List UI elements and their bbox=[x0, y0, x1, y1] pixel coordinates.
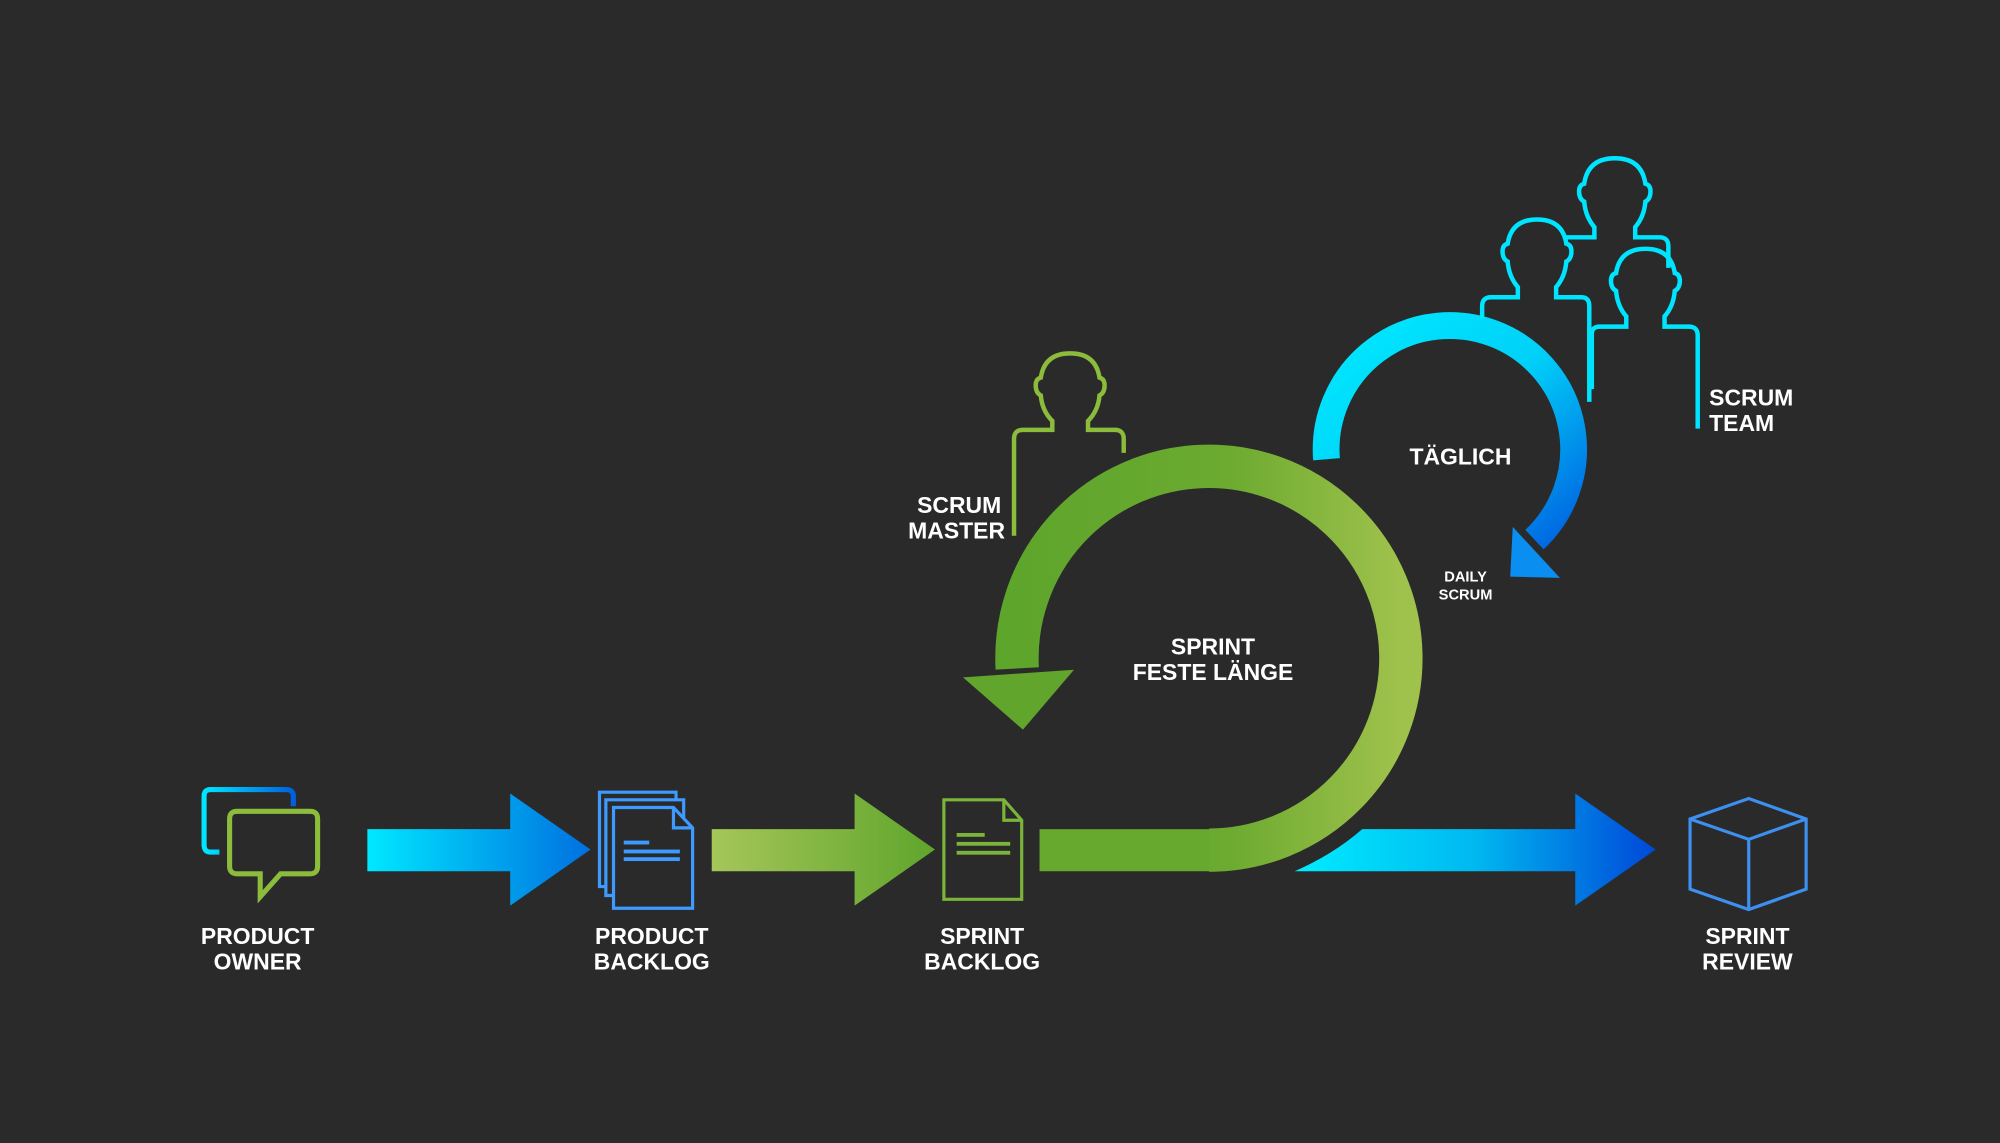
label-daily: TÄGLICH bbox=[1409, 443, 1511, 469]
arrow-sprint-to-review bbox=[1294, 793, 1656, 906]
arrow-backlog-to-sprint bbox=[711, 793, 935, 906]
cube-icon bbox=[1688, 796, 1808, 912]
team-icon bbox=[1479, 156, 1700, 429]
sprint-cycle-arrow bbox=[963, 444, 1423, 872]
chat-bubbles-icon bbox=[201, 787, 321, 904]
person-icon bbox=[1011, 351, 1126, 536]
daily-scrum-arrow bbox=[1312, 312, 1587, 578]
documents-stack-icon bbox=[597, 790, 695, 910]
document-icon bbox=[942, 798, 1024, 901]
arrow-owner-to-backlog bbox=[367, 793, 591, 906]
